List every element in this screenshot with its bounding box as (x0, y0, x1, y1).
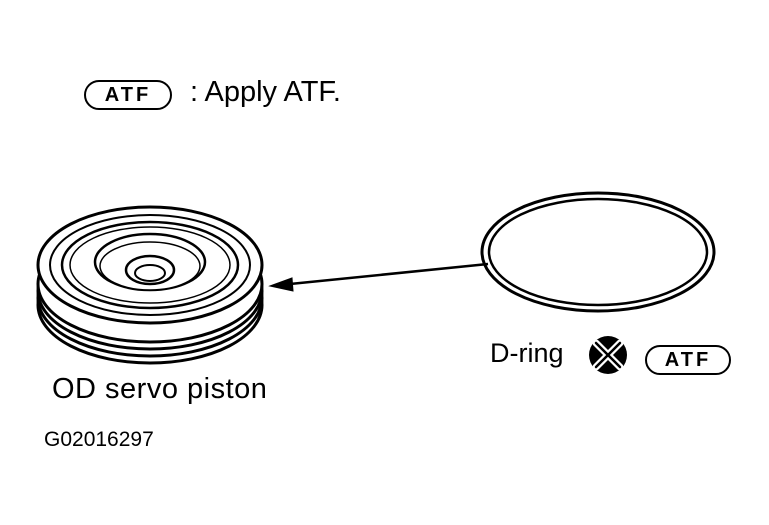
atf-badge-legend-text: ATF (104, 83, 152, 106)
atf-badge-legend: ATF (84, 80, 172, 110)
install-arrow (268, 262, 489, 292)
od-servo-piston (36, 205, 264, 365)
figure-id: G02016297 (44, 428, 154, 451)
x-circle-icon (589, 336, 627, 374)
atf-badge-dring-text: ATF (664, 348, 712, 371)
atf-badge-dring: ATF (645, 345, 731, 375)
legend-text: : Apply ATF. (190, 76, 341, 108)
d-ring (480, 191, 716, 313)
od-servo-piston-label: OD servo piston (52, 373, 268, 405)
d-ring-label: D-ring (490, 338, 564, 368)
